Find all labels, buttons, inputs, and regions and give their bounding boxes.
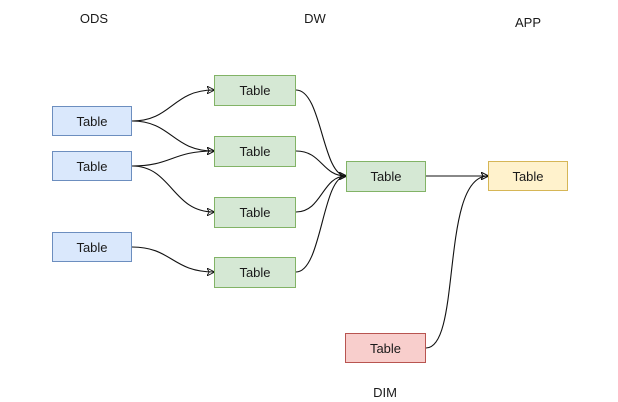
node-label: Table [239, 205, 271, 220]
edge-ods1-dw2 [131, 120, 214, 151]
edge-ods3-dw4 [131, 246, 214, 272]
edge-ods1-dw1 [131, 90, 214, 122]
ods-table-1[interactable]: Table [52, 106, 132, 136]
layer-label-app: APP [514, 15, 542, 30]
node-label: Table [239, 83, 271, 98]
node-label: Table [76, 113, 108, 129]
edge-dw4-agg [295, 176, 346, 273]
ods-table-3[interactable]: Table [52, 232, 132, 262]
node-label: Table [512, 168, 544, 184]
app-table[interactable]: Table [488, 161, 568, 191]
dim-table[interactable]: Table [345, 333, 426, 363]
dw-table-4[interactable]: Table [214, 257, 296, 288]
edge-ods2-dw2 [131, 151, 214, 167]
node-label: Table [369, 340, 402, 356]
dw-table-1[interactable]: Table [214, 75, 296, 106]
dw-aggregate-table[interactable]: Table [346, 161, 426, 192]
node-label: Table [239, 144, 271, 159]
edge-dim-app [425, 176, 488, 349]
edge-dw3-agg [295, 176, 346, 213]
node-label: Table [76, 158, 108, 174]
layer-label-dim: DIM [373, 385, 397, 400]
edge-ods2-dw3 [131, 165, 214, 212]
dw-table-2[interactable]: Table [214, 136, 296, 167]
dw-table-3[interactable]: Table [214, 197, 296, 228]
node-label: Table [239, 265, 271, 280]
node-label: Table [370, 169, 402, 184]
layer-label-ods: ODS [79, 11, 109, 26]
ods-table-2[interactable]: Table [52, 151, 132, 181]
layer-label-dw: DW [304, 11, 326, 26]
node-label: Table [76, 239, 108, 255]
